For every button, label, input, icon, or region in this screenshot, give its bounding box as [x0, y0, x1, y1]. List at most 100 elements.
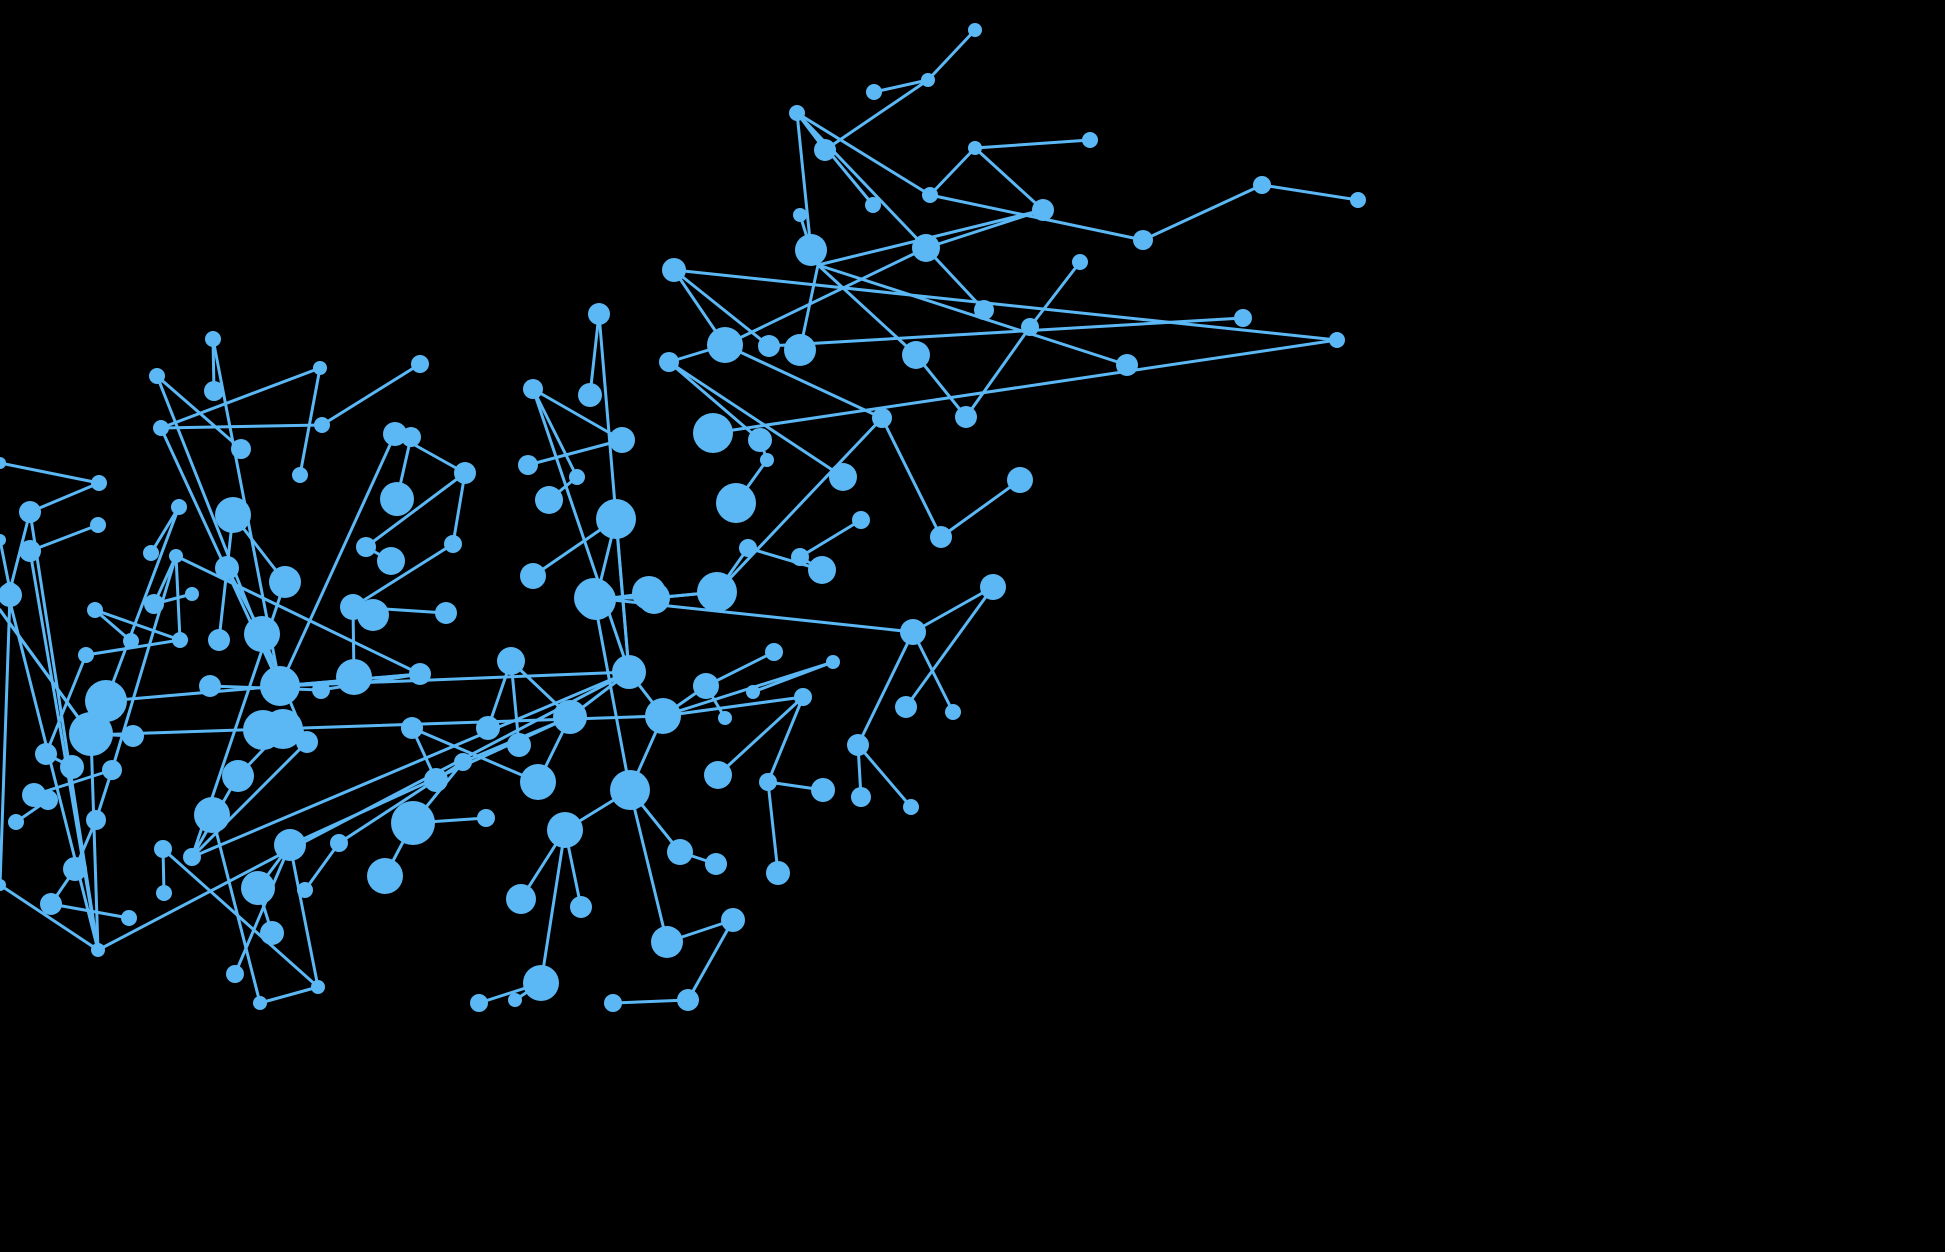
node-a1[interactable] [921, 73, 935, 87]
node-a2[interactable] [866, 84, 882, 100]
node-a3[interactable] [814, 139, 836, 161]
node-d31[interactable] [185, 587, 199, 601]
node-a38[interactable] [930, 526, 952, 548]
node-e4[interactable] [90, 517, 106, 533]
node-c24[interactable] [297, 882, 313, 898]
node-a49[interactable] [895, 696, 917, 718]
node-c40[interactable] [215, 556, 239, 580]
node-e6[interactable] [91, 475, 107, 491]
node-c31[interactable] [194, 797, 230, 833]
node-d18[interactable] [357, 599, 389, 631]
node-c35[interactable] [222, 760, 254, 792]
node-a0[interactable] [968, 23, 982, 37]
node-a27[interactable] [662, 258, 686, 282]
node-d44[interactable] [40, 893, 62, 915]
node-d9[interactable] [411, 355, 429, 373]
node-d15[interactable] [377, 547, 405, 575]
node-d37[interactable] [60, 755, 84, 779]
node-c42[interactable] [215, 497, 251, 533]
node-c23[interactable] [330, 834, 348, 852]
node-a44[interactable] [852, 511, 870, 529]
node-d25[interactable] [69, 712, 113, 756]
node-e7[interactable] [0, 457, 6, 469]
node-d13[interactable] [454, 462, 476, 484]
node-c10[interactable] [576, 580, 616, 620]
node-a36[interactable] [829, 463, 857, 491]
node-b0[interactable] [645, 698, 681, 734]
node-c17[interactable] [401, 717, 423, 739]
node-b14[interactable] [651, 926, 683, 958]
node-c34[interactable] [183, 848, 201, 866]
node-c12[interactable] [553, 700, 587, 734]
node-d42[interactable] [86, 810, 106, 830]
node-d23[interactable] [199, 675, 221, 697]
node-a11[interactable] [1032, 199, 1054, 221]
node-a24[interactable] [1072, 254, 1088, 270]
node-b15[interactable] [721, 908, 745, 932]
node-a8[interactable] [922, 187, 938, 203]
node-a32[interactable] [659, 352, 679, 372]
node-b12[interactable] [667, 839, 693, 865]
node-d7[interactable] [292, 467, 308, 483]
node-d45[interactable] [121, 910, 137, 926]
node-a34[interactable] [760, 453, 774, 467]
node-a20[interactable] [784, 334, 816, 366]
node-a22[interactable] [955, 406, 977, 428]
node-c30[interactable] [253, 996, 267, 1010]
node-b11[interactable] [610, 770, 650, 810]
node-d21[interactable] [409, 663, 431, 685]
node-c1[interactable] [588, 303, 610, 325]
node-a39[interactable] [1007, 467, 1033, 493]
node-c26[interactable] [241, 871, 275, 905]
node-d41[interactable] [8, 814, 24, 830]
node-d16[interactable] [444, 535, 462, 553]
node-a6[interactable] [793, 208, 807, 222]
node-c0[interactable] [612, 655, 646, 689]
node-a48[interactable] [980, 574, 1006, 600]
node-a14[interactable] [1350, 192, 1366, 208]
node-e9[interactable] [0, 534, 6, 546]
node-a40[interactable] [697, 572, 737, 612]
node-b3[interactable] [765, 643, 783, 661]
node-d30[interactable] [144, 594, 164, 614]
node-b6[interactable] [794, 688, 812, 706]
node-a35[interactable] [716, 483, 756, 523]
node-a10[interactable] [1082, 132, 1098, 148]
node-c21[interactable] [477, 809, 495, 827]
node-d19[interactable] [435, 602, 457, 624]
node-a30[interactable] [1329, 332, 1345, 348]
node-c13[interactable] [497, 647, 525, 675]
node-d5[interactable] [153, 420, 169, 436]
node-d26[interactable] [122, 725, 144, 747]
node-b9[interactable] [811, 778, 835, 802]
node-b7[interactable] [704, 761, 732, 789]
node-c11[interactable] [632, 576, 666, 610]
node-b8[interactable] [759, 773, 777, 791]
node-a7[interactable] [865, 197, 881, 213]
node-a33[interactable] [748, 428, 772, 452]
node-d34[interactable] [123, 633, 139, 649]
node-b1[interactable] [693, 673, 719, 699]
node-c29[interactable] [311, 980, 325, 994]
node-b2[interactable] [718, 711, 732, 725]
node-c14[interactable] [476, 716, 500, 740]
node-d4[interactable] [231, 439, 251, 459]
node-a13[interactable] [1253, 176, 1271, 194]
node-c6[interactable] [569, 469, 585, 485]
node-d10[interactable] [383, 422, 407, 446]
node-d32[interactable] [172, 632, 188, 648]
node-d40[interactable] [38, 790, 58, 810]
node-e5[interactable] [19, 501, 41, 523]
node-c22[interactable] [367, 858, 403, 894]
node-a53[interactable] [903, 799, 919, 815]
node-b18[interactable] [547, 812, 583, 848]
node-d12[interactable] [380, 482, 414, 516]
node-a51[interactable] [847, 734, 869, 756]
node-e3[interactable] [19, 540, 41, 562]
node-b17[interactable] [604, 994, 622, 1012]
node-a43[interactable] [791, 548, 809, 566]
node-c32[interactable] [154, 840, 172, 858]
node-d33[interactable] [87, 602, 103, 618]
node-e8[interactable] [2, 582, 18, 598]
node-b20[interactable] [570, 896, 592, 918]
